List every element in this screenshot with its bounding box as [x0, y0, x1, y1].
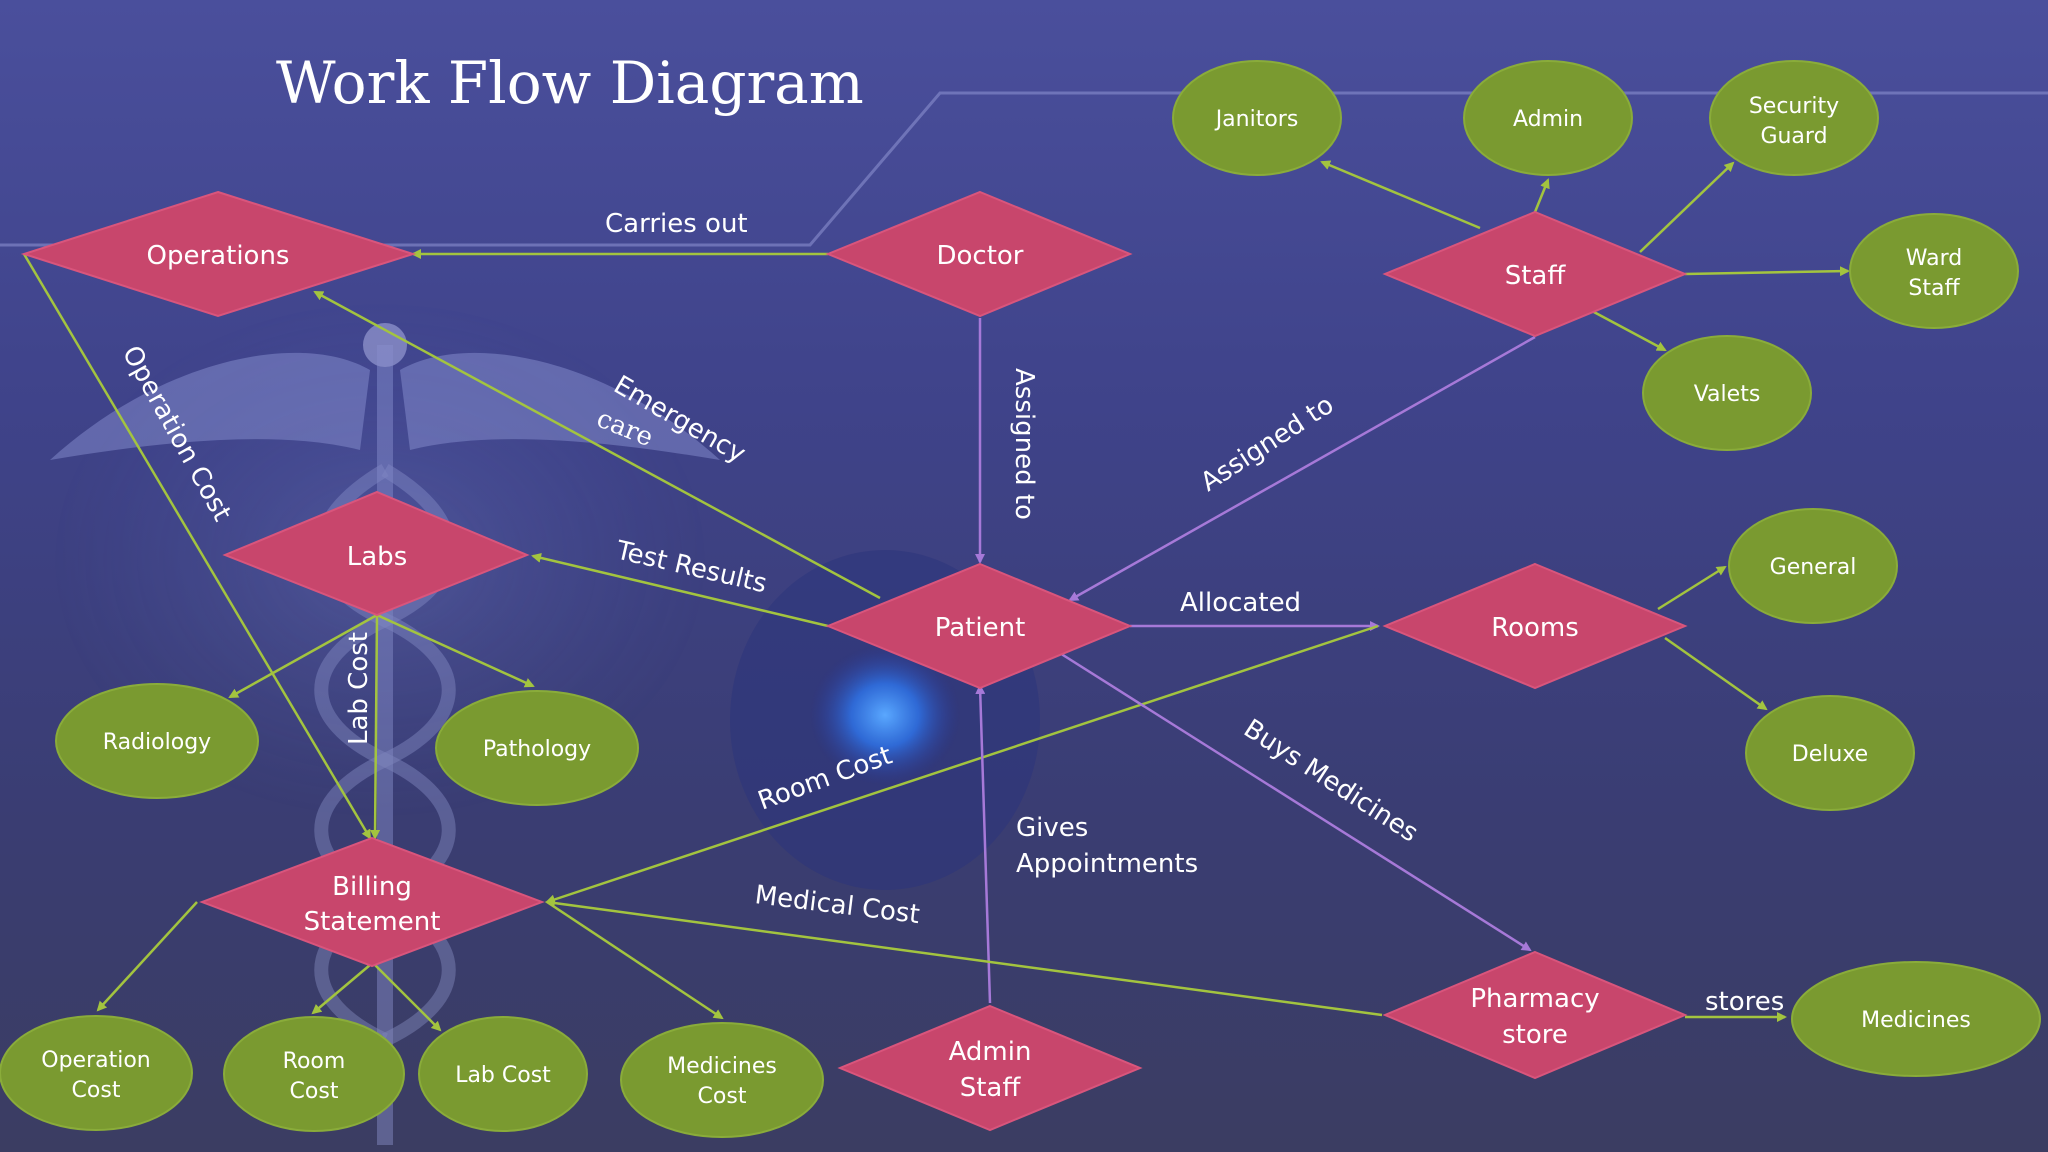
attr-valets-label: Valets [1694, 382, 1761, 407]
edges [22, 160, 1850, 1032]
attr-general: General [1728, 508, 1898, 624]
node-pharmacy-label-1: Pharmacy [1470, 984, 1599, 1014]
attr-janitors-label: Janitors [1214, 107, 1299, 132]
attr-janitors: Janitors [1172, 60, 1342, 176]
attr-ward-staff: Ward Staff [1849, 213, 2019, 329]
edge-label-assigned-to-staff: Assigned to [1195, 390, 1339, 498]
node-billing-statement: Billing Statement [199, 836, 545, 968]
node-labs: Labs [222, 490, 530, 617]
attr-ward-label-1: Ward [1906, 246, 1962, 271]
attr-security-label-1: Security [1749, 94, 1839, 119]
node-patient-label: Patient [935, 613, 1026, 643]
attr-pathology: Pathology [435, 690, 639, 806]
attr-medcost-label-2: Cost [698, 1084, 747, 1109]
node-patient: Patient [825, 562, 1133, 690]
edge-label-assigned-to-doctor: Assigned to [1009, 368, 1039, 520]
attr-security-guard: Security Guard [1709, 60, 1879, 176]
node-billing-label-1: Billing [332, 872, 412, 902]
attr-lab-cost: Lab Cost [418, 1016, 588, 1132]
attr-pathology-label: Pathology [483, 737, 591, 762]
attr-operation-cost: Operation Cost [0, 1015, 193, 1131]
attr-opcost-label-1: Operation [41, 1048, 150, 1073]
node-staff: Staff [1382, 210, 1688, 338]
attr-medicines-cost: Medicines Cost [620, 1022, 824, 1138]
edge-label-stores: stores [1705, 987, 1784, 1017]
node-admin-staff: Admin Staff [837, 1004, 1143, 1132]
edge-label-lab-cost: Lab Cost [344, 632, 374, 745]
diagram-title: Work Flow Diagram [276, 49, 864, 117]
attr-opcost-label-2: Cost [72, 1078, 121, 1103]
node-rooms: Rooms [1382, 562, 1688, 690]
node-doctor: Doctor [825, 190, 1133, 318]
attr-roomcost-label-2: Cost [290, 1079, 339, 1104]
attr-medicines-label: Medicines [1861, 1008, 1971, 1033]
node-operations-label: Operations [147, 241, 290, 271]
edge-label-buys-medicines: Buys Medicines [1238, 714, 1423, 849]
node-pharmacy-store: Pharmacy store [1382, 950, 1688, 1080]
node-labs-label: Labs [347, 542, 407, 572]
attr-admin-label: Admin [1513, 107, 1583, 132]
attr-labcost-label: Lab Cost [455, 1063, 551, 1088]
node-billing-label-2: Statement [304, 907, 441, 937]
attr-radiology: Radiology [55, 683, 259, 799]
attr-roomcost-label-1: Room [283, 1049, 346, 1074]
node-staff-label: Staff [1505, 261, 1567, 291]
node-admin-staff-label-2: Staff [960, 1073, 1022, 1103]
edge-label-allocated: Allocated [1180, 588, 1301, 618]
attr-ward-label-2: Staff [1908, 276, 1960, 301]
attr-medcost-label-1: Medicines [667, 1054, 777, 1079]
edge-label-appointments: Appointments [1016, 849, 1198, 879]
attr-valets: Valets [1642, 335, 1812, 451]
attr-deluxe-label: Deluxe [1792, 742, 1868, 767]
edge-label-carries-out: Carries out [605, 209, 748, 239]
node-doctor-label: Doctor [936, 241, 1023, 271]
node-pharmacy-label-2: store [1502, 1020, 1568, 1050]
attr-radiology-label: Radiology [103, 730, 211, 755]
attr-room-cost: Room Cost [223, 1016, 405, 1132]
node-operations: Operations [20, 190, 417, 318]
attr-medicines: Medicines [1791, 961, 2041, 1077]
attr-security-label-2: Guard [1760, 124, 1827, 149]
attr-deluxe: Deluxe [1745, 695, 1915, 811]
node-rooms-label: Rooms [1491, 613, 1579, 643]
edge-label-gives: Gives [1016, 813, 1088, 843]
node-admin-staff-label-1: Admin [949, 1037, 1032, 1067]
attr-admin: Admin [1463, 60, 1633, 176]
attr-general-label: General [1770, 555, 1857, 580]
